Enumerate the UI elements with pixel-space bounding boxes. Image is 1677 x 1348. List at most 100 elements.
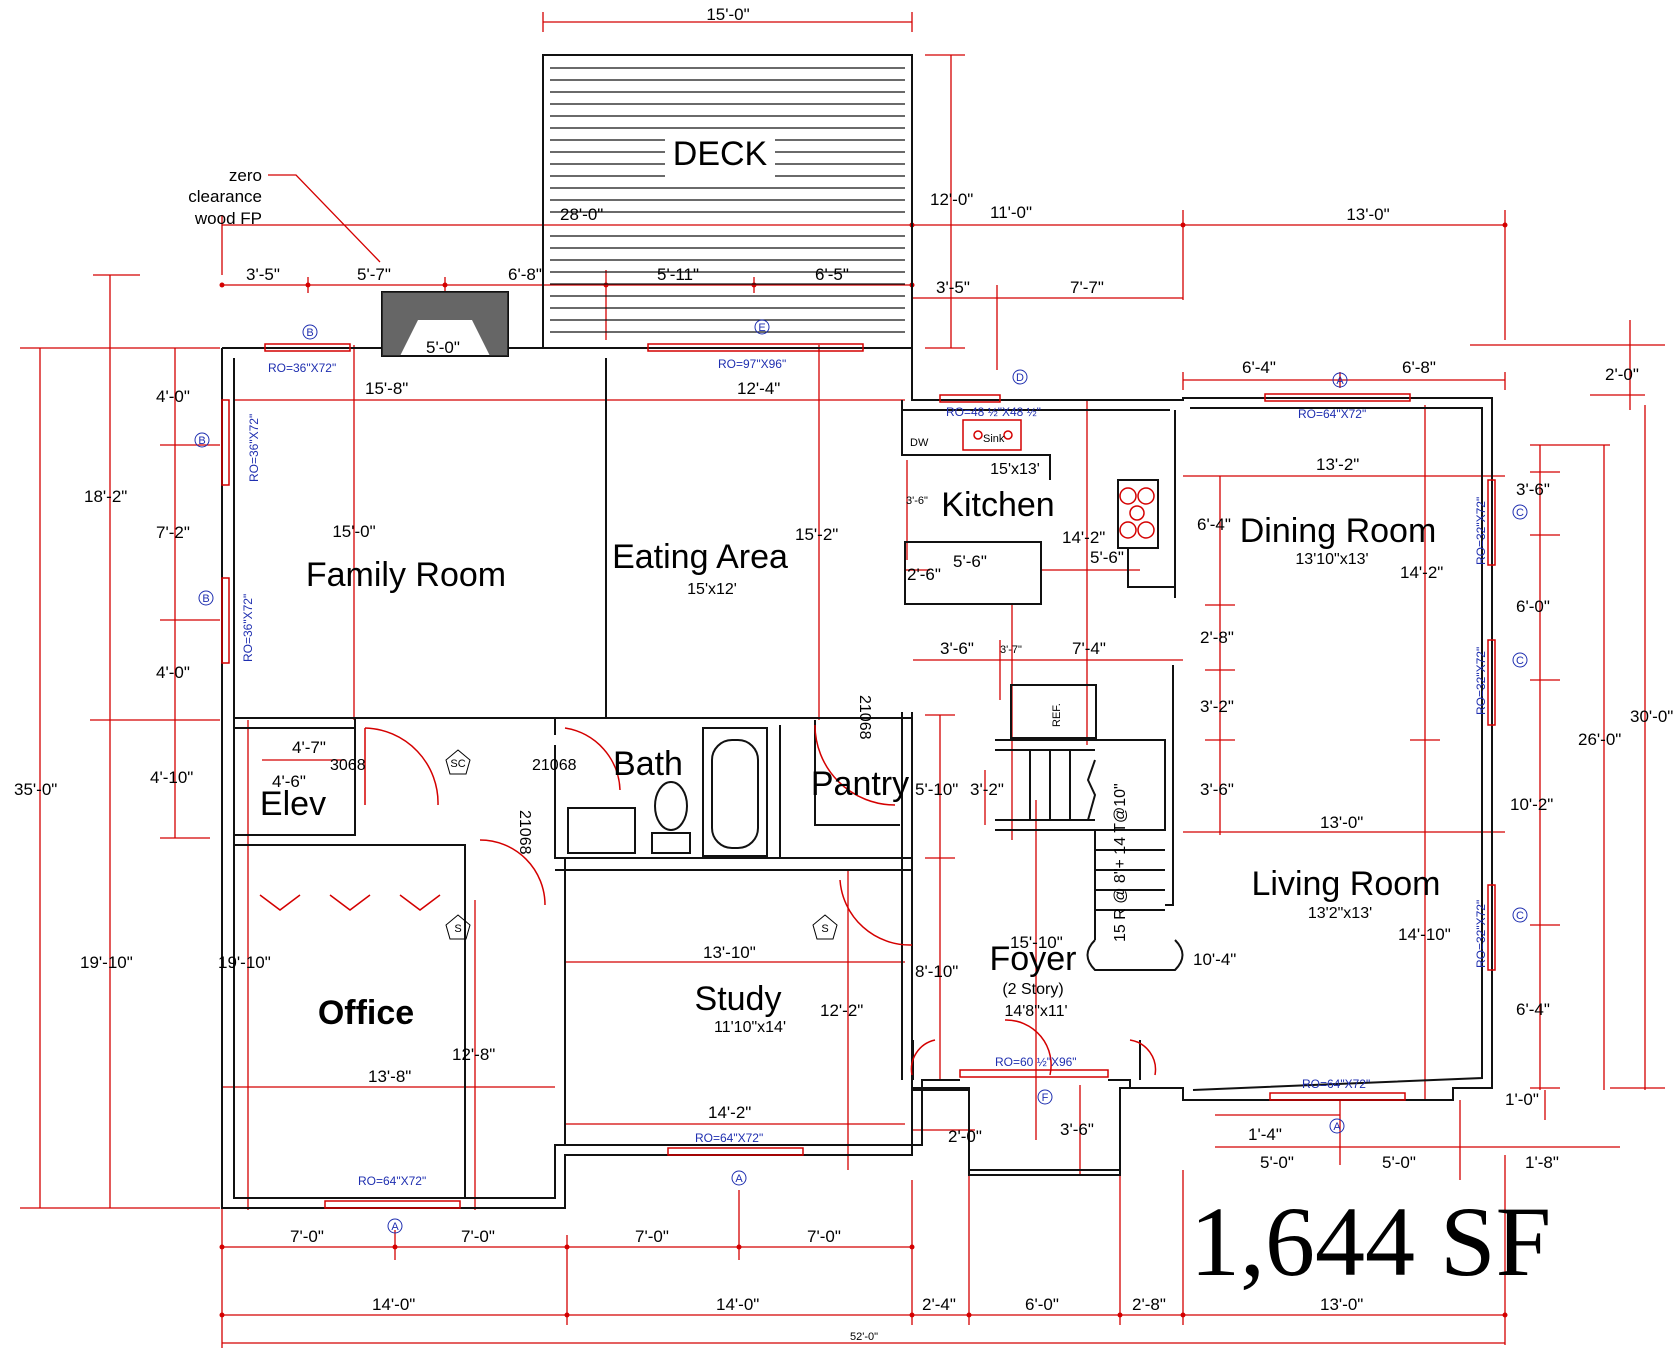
kitchen-island xyxy=(904,541,1042,605)
dim-text: 4'-7" xyxy=(292,738,326,757)
dining-room-size: 13'10"x13' xyxy=(1295,551,1368,568)
dim-text: 13'-8" xyxy=(368,1067,411,1086)
dim-text: 1'-8" xyxy=(1525,1153,1559,1172)
window-tag-icons xyxy=(194,319,1528,1234)
dim-text: 5'-6" xyxy=(953,552,987,571)
dim-text: 12'-8" xyxy=(452,1045,495,1064)
dim-text: 12'-2" xyxy=(820,1001,863,1020)
fridge xyxy=(1010,684,1097,739)
study-size: 11'10"x14' xyxy=(714,1019,786,1036)
ro-b-top: RO=36"X72" xyxy=(268,361,336,375)
window-tag-c3: C xyxy=(1516,910,1524,922)
dim-text: 5'-6" xyxy=(1090,548,1124,567)
dim-text: 3'-2" xyxy=(970,780,1004,799)
dim-text: 3'-6" xyxy=(1200,780,1234,799)
dim-text: 6'-0" xyxy=(1025,1295,1059,1314)
window-tag-a1: A xyxy=(1336,375,1344,387)
dim-text: 3'-6" xyxy=(1060,1120,1094,1139)
ro-b-left-2: RO=36"X72" xyxy=(241,594,255,662)
dim-text: 6'-8" xyxy=(1402,358,1436,377)
ro-c-right-2: RO=32"X72" xyxy=(1474,647,1488,715)
dim-text: 6'-8" xyxy=(508,265,542,284)
window-tag-b1: B xyxy=(306,327,313,339)
dim-text: 18'-2" xyxy=(84,487,127,506)
ro-c-right-3: RO=32"X72" xyxy=(1474,900,1488,968)
dim-text: 35'-0" xyxy=(14,780,57,799)
sc-tag: SC xyxy=(450,758,465,770)
dim-text: 2'-0" xyxy=(948,1127,982,1146)
s-tag-study: S xyxy=(821,923,828,935)
dim-text: 7'-7" xyxy=(1070,278,1104,297)
dim-text: 3'-6" xyxy=(906,495,928,507)
door-tag-3068: 3068 xyxy=(330,757,366,774)
dimension-texts: 15'-0" 12'-0" 28'-0" 11'-0" 13'-0" 3'-5"… xyxy=(14,5,1673,1343)
dim-text: 5'-0" xyxy=(1382,1153,1416,1172)
ro-d-top: RO=48 ½"X48 ½" xyxy=(946,405,1041,419)
window-tag-c2: C xyxy=(1516,655,1524,667)
dim-text: 4'-0" xyxy=(156,387,190,406)
dim-text: 7'-0" xyxy=(635,1227,669,1246)
bathtub xyxy=(702,727,768,857)
ro-a-dining: RO=64"X72" xyxy=(1298,407,1366,421)
foyer-size: 14'8"x11' xyxy=(1004,1003,1067,1020)
deck-label: DECK xyxy=(673,135,768,173)
dim-text: 19'-10" xyxy=(80,953,133,972)
dim-text: 28'-0" xyxy=(560,205,603,224)
dim-text: 6'-5" xyxy=(815,265,849,284)
dim-text: 10'-4" xyxy=(1193,950,1236,969)
dim-text: 3'-5" xyxy=(936,278,970,297)
eating-area-size: 15'x12' xyxy=(687,581,737,598)
dim-text: 6'-4" xyxy=(1516,1000,1550,1019)
dim-text: 7'-0" xyxy=(807,1227,841,1246)
dim-text: 14'-0" xyxy=(372,1295,415,1314)
dishwasher-label: DW xyxy=(910,437,929,449)
dim-text: 10'-2" xyxy=(1510,795,1553,814)
dim-text: 2'-6" xyxy=(907,565,941,584)
dim-text: 5'-0" xyxy=(1260,1153,1294,1172)
dim-text: 11'-0" xyxy=(990,203,1032,222)
ro-a-study: RO=64"X72" xyxy=(695,1131,763,1145)
windows xyxy=(221,343,1496,1209)
dim-text: 2'-8" xyxy=(1200,628,1234,647)
dim-text: 15'-10" xyxy=(1010,933,1063,952)
fireplace-note-1: zero xyxy=(229,166,262,185)
dining-room-label: Dining Room xyxy=(1240,512,1437,550)
family-room-dim: 15'-0" xyxy=(332,522,375,541)
door-tag-bath: 21068 xyxy=(532,757,577,774)
kitchen-label: Kitchen xyxy=(941,486,1054,524)
dim-text: 7'-4" xyxy=(1072,639,1106,658)
dim-text: 6'-4" xyxy=(1242,358,1276,377)
window-tag-a4: A xyxy=(391,1221,399,1233)
deck-boards xyxy=(550,67,905,333)
window-tag-c1: C xyxy=(1516,507,1524,519)
dim-text: 13'-10" xyxy=(703,943,756,962)
window-tag-d: D xyxy=(1016,372,1024,384)
office-label: Office xyxy=(318,994,414,1032)
door-tag-pantry: 21068 xyxy=(856,695,873,740)
ro-c-right-1: RO=32"X72" xyxy=(1474,497,1488,565)
dim-text: 7'-0" xyxy=(461,1227,495,1246)
dim-text: 3'-6" xyxy=(940,639,974,658)
dim-text: 15'-8" xyxy=(365,379,408,398)
living-room-label: Living Room xyxy=(1252,865,1441,903)
dim-text: 14'-2" xyxy=(708,1103,751,1122)
dim-text: 12'-0" xyxy=(930,190,973,209)
window-tag-a2: A xyxy=(1333,1121,1341,1133)
window-tag-f: F xyxy=(1042,1092,1049,1104)
dim-text: 5'-10" xyxy=(915,780,958,799)
deck-outline xyxy=(542,54,913,349)
fireplace-note-3: wood FP xyxy=(194,209,262,228)
fridge-label: REF. xyxy=(1051,703,1063,727)
dim-text: 3'-6" xyxy=(1516,480,1550,499)
window-tag-b2: B xyxy=(198,435,205,447)
bath-label: Bath xyxy=(613,745,683,783)
dim-text: 6'-4" xyxy=(1197,515,1231,534)
window-tag-b3: B xyxy=(202,593,209,605)
dim-text: 1'-4" xyxy=(1248,1125,1282,1144)
ro-e-top: RO=97"X96" xyxy=(718,357,786,371)
study-label: Study xyxy=(695,980,782,1018)
s-tag-office: S xyxy=(454,923,461,935)
dim-text: 5'-0" xyxy=(426,338,460,357)
ro-b-left-1: RO=36"X72" xyxy=(247,414,261,482)
